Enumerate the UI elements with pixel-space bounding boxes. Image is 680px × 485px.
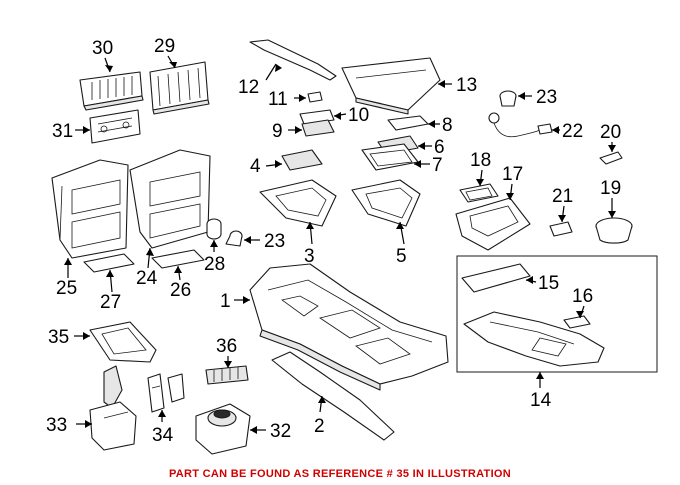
part-25-rear-panel xyxy=(51,159,129,259)
label-17: 17 xyxy=(502,164,523,185)
part-28-plug xyxy=(206,218,222,240)
part-21-switch xyxy=(549,221,573,237)
label-18: 18 xyxy=(470,150,491,171)
part-19-cup-insert xyxy=(595,217,633,244)
label-12: 12 xyxy=(238,77,259,98)
part-23-socket-upper xyxy=(499,90,517,107)
part-30-air-vent xyxy=(79,71,144,111)
part-34-buttons xyxy=(147,373,185,413)
label-20: 20 xyxy=(600,122,621,143)
label-25: 25 xyxy=(56,278,77,299)
part-36-switch-panel xyxy=(205,365,249,385)
label-29: 29 xyxy=(154,36,175,57)
part-18-bezel xyxy=(459,183,499,203)
label-5: 5 xyxy=(396,246,407,267)
label-24: 24 xyxy=(136,268,158,289)
part-11-clip xyxy=(307,91,323,103)
label-22: 22 xyxy=(562,121,583,142)
part-33-gear-shifter xyxy=(89,365,137,451)
part-9-bracket xyxy=(301,119,335,137)
group-14-box xyxy=(456,255,658,373)
part-13-cover xyxy=(341,57,441,115)
part-16-insert xyxy=(563,315,591,329)
reference-footnote: PART CAN BE FOUND AS REFERENCE # 35 IN I… xyxy=(168,468,512,480)
label-32: 32 xyxy=(270,421,291,442)
label-2: 2 xyxy=(314,416,325,437)
part-1-console-body xyxy=(249,263,449,391)
label-15: 15 xyxy=(538,273,559,294)
label-19: 19 xyxy=(600,178,621,199)
part-20-clip xyxy=(599,151,623,165)
leader-arrowheads xyxy=(64,62,616,434)
part-23-socket-lower xyxy=(225,230,243,247)
label-23-lower: 23 xyxy=(264,231,285,252)
label-10: 10 xyxy=(348,105,369,126)
label-33: 33 xyxy=(46,415,67,436)
label-1: 1 xyxy=(220,291,231,312)
label-6: 6 xyxy=(434,137,445,158)
label-34: 34 xyxy=(152,425,174,446)
label-21: 21 xyxy=(552,186,573,207)
label-28: 28 xyxy=(204,254,225,275)
part-26-pad xyxy=(151,249,205,269)
part-5-storage-tray xyxy=(351,179,421,227)
part-3-storage-tray xyxy=(259,179,337,227)
label-26: 26 xyxy=(170,280,191,301)
label-11: 11 xyxy=(268,89,288,110)
part-32-controller xyxy=(195,403,251,455)
reference-labels: 30 29 31 25 24 27 26 28 23 12 13 11 10 9… xyxy=(46,36,621,446)
part-8-clip xyxy=(387,115,429,131)
part-29-air-vent xyxy=(149,61,210,115)
part-15-cover-plate xyxy=(461,263,531,293)
label-7: 7 xyxy=(432,155,443,176)
part-31-control-panel xyxy=(89,109,141,144)
label-13: 13 xyxy=(456,75,477,96)
label-30: 30 xyxy=(92,38,113,59)
label-3: 3 xyxy=(304,246,315,267)
label-23-upper: 23 xyxy=(536,87,557,108)
part-27-pad xyxy=(83,253,135,273)
label-36: 36 xyxy=(216,336,237,357)
leader-12 xyxy=(265,63,277,81)
label-9: 9 xyxy=(272,121,283,142)
part-4-mat xyxy=(281,149,323,171)
part-2-side-trim xyxy=(271,351,395,441)
part-35-shift-trim xyxy=(89,321,157,363)
label-8: 8 xyxy=(442,115,453,136)
part-14-console-trim xyxy=(463,311,605,367)
part-24-rear-panel xyxy=(129,149,211,249)
part-17-cup-holder xyxy=(455,197,531,251)
part-12-trim-strip xyxy=(249,39,337,81)
label-16: 16 xyxy=(572,286,593,307)
label-27: 27 xyxy=(100,292,121,313)
part-22-cable xyxy=(488,112,553,138)
label-4: 4 xyxy=(250,156,261,177)
label-35: 35 xyxy=(48,327,69,348)
label-14: 14 xyxy=(530,390,552,411)
label-31: 31 xyxy=(52,121,73,142)
